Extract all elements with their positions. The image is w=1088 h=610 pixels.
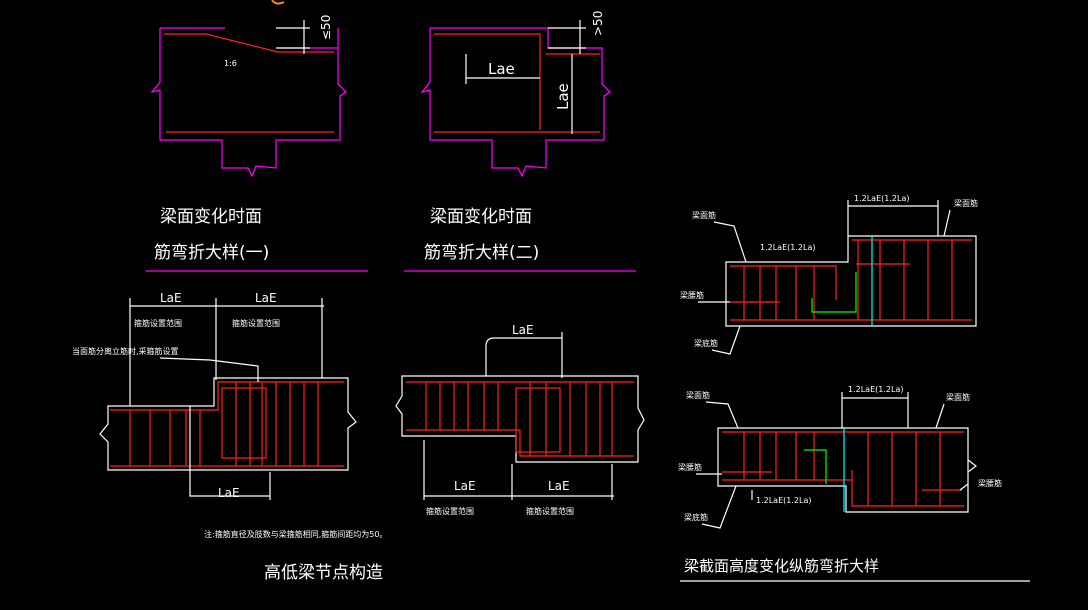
detail6-break — [967, 459, 977, 473]
detail3-stirrups — [129, 382, 319, 466]
detail5-top-bar-left — [730, 265, 837, 300]
detail5-green-bar — [811, 272, 857, 313]
detail6-label-bottom: 梁底筋 — [684, 512, 708, 522]
detail4-label-right: 箍筋设置范围 — [526, 506, 574, 516]
detail2-outline — [420, 27, 611, 178]
detail4-lae-right: LaE — [548, 479, 570, 493]
detail-4: LaE LaE LaE 箍筋设置范围 箍筋设置范围 — [395, 323, 645, 516]
detail4-lae-top: LaE — [512, 323, 534, 337]
detail2-title-line2: 筋弯折大样(二) — [424, 243, 539, 263]
detail6-leader-5 — [701, 485, 737, 529]
detail4-label-left: 箍筋设置范围 — [426, 506, 474, 516]
detail1-title-line2: 筋弯折大样(一) — [154, 243, 269, 263]
detail1-outline — [150, 28, 347, 178]
detail2-lae-v-label: Lae — [554, 83, 572, 110]
detail6-green-bar — [804, 449, 827, 484]
detail6-leader-4 — [959, 483, 969, 491]
detail6-dim-bottom: 1.2LaE(1.2La) — [756, 496, 811, 505]
orange-fragment — [271, 0, 285, 5]
detail-2: Lae Lae >50 梁面变化时面 筋弯折大样(二) — [404, 11, 636, 272]
detail6-label-mid: 梁腰筋 — [678, 462, 702, 472]
detail3-label-left: 箍筋设置范围 — [134, 318, 182, 328]
detail6-label-right: 梁腰筋 — [978, 478, 1002, 488]
detail5-outline — [725, 235, 977, 327]
detail6-title: 梁截面高度变化纵筋弯折大样 — [684, 557, 879, 575]
detail3-lae-left: LaE — [160, 291, 182, 305]
detail3-lae-right: LaE — [255, 291, 277, 305]
detail3-dim-bottom — [189, 406, 270, 497]
detail3-stirrup-box — [221, 387, 267, 459]
detail2-lae-h-label: Lae — [488, 60, 515, 78]
detail3-outline — [99, 377, 357, 471]
detail6-leader-2 — [935, 403, 945, 429]
detail6-stirrups — [743, 432, 941, 506]
detail1-top-bar — [164, 33, 334, 53]
detail5-dim-left: 1.2LaE(1.2La) — [760, 243, 815, 252]
detail3-note: 注:箍筋直径及肢数与梁箍筋相同,箍筋间距均为50。 — [204, 529, 387, 539]
detail6-outline — [717, 427, 969, 513]
detail4-stirrups — [425, 382, 613, 456]
detail-6: 1.2LaE(1.2La) 1.2LaE(1.2La) 梁面筋 梁面筋 梁腰筋 … — [678, 385, 1030, 582]
detail6-leader-1 — [705, 401, 739, 429]
detail6-dim-top: 1.2LaE(1.2La) — [848, 385, 903, 394]
detail3-label-right: 箍筋设置范围 — [232, 318, 280, 328]
detail4-leader-top — [485, 337, 562, 376]
detail3-leader — [159, 357, 259, 382]
detail5-label-mid: 梁腰筋 — [680, 290, 704, 300]
detail1-dim-label: ≤50 — [319, 15, 333, 40]
detail5-leader-4 — [711, 325, 741, 355]
detail5-stirrups — [743, 240, 953, 320]
detail-1: 1:6 ≤50 梁面变化时面 筋弯折大样(一) — [146, 15, 368, 272]
detail3-label-long: 当面筋分离立筋时,采箍筋设置 — [72, 346, 179, 356]
detail5-leader-2 — [943, 209, 951, 237]
detail5-dim-top: 1.2LaE(1.2La) — [854, 194, 909, 203]
detail3-title: 高低梁节点构造 — [264, 563, 383, 583]
detail2-top-bar — [434, 33, 541, 130]
detail5-label-top-left: 梁面筋 — [692, 210, 716, 220]
detail2-title-line1: 梁面变化时面 — [430, 207, 532, 227]
detail6-bottom-bar-right — [851, 470, 964, 507]
detail3-top-bar — [110, 381, 344, 411]
detail5-leader-1 — [713, 221, 747, 263]
detail1-slope-label: 1:6 — [224, 59, 237, 68]
detail-5: 1.2LaE(1.2La) 1.2LaE(1.2La) 梁面筋 梁面筋 梁腰筋 … — [680, 194, 978, 355]
detail6-label-top-left: 梁面筋 — [686, 390, 710, 400]
detail4-bottom-bar — [406, 429, 634, 457]
detail-3: LaE LaE 箍筋设置范围 箍筋设置范围 当面筋分离立筋时,采箍筋设置 LaE… — [72, 291, 387, 583]
detail2-dim-label: >50 — [591, 11, 605, 36]
detail1-title-line1: 梁面变化时面 — [160, 207, 262, 227]
detail3-lae-bottom: LaE — [218, 486, 240, 500]
detail4-outline — [395, 375, 645, 463]
detail5-label-bottom: 梁底筋 — [694, 338, 718, 348]
detail5-label-top-right: 梁面筋 — [954, 198, 978, 208]
detail6-label-top-right: 梁面筋 — [946, 392, 970, 402]
detail4-stirrup-box — [515, 387, 561, 453]
detail4-lae-left: LaE — [454, 479, 476, 493]
